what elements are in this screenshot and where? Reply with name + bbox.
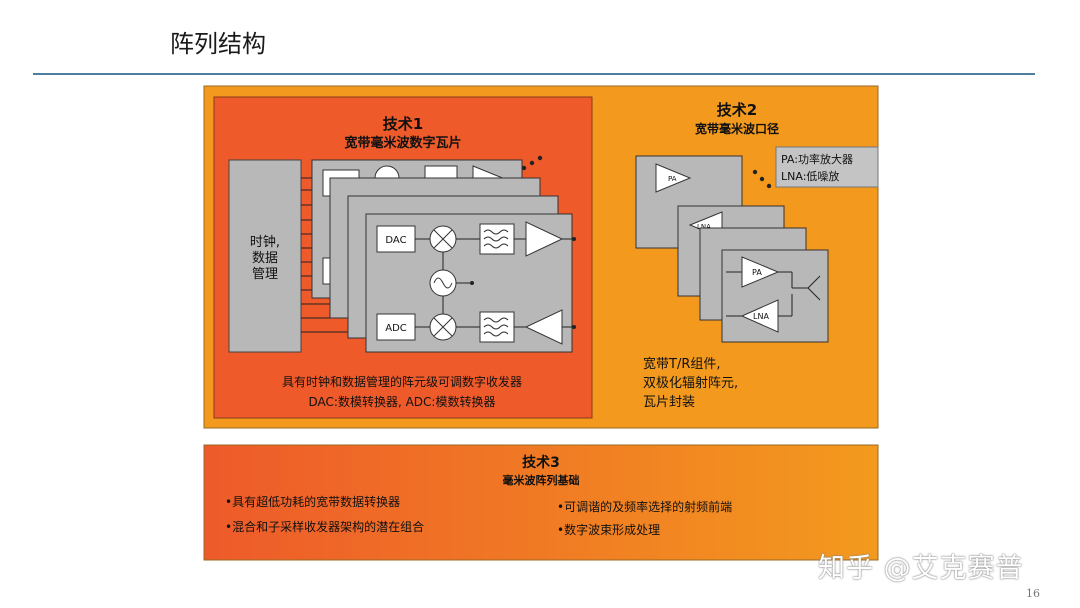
tech2-heading: 技术2 [717,101,757,119]
page-title: 阵列结构 [170,30,266,58]
continuation-dots-2 [752,169,772,189]
tech3-bullet-left-1: •具有超低功耗的宽带数据转换器 [225,494,400,509]
tech2-caption-3: 瓦片封装 [643,395,695,410]
tech3-subtitle: 毫米波阵列基础 [503,473,580,487]
dac-box [376,225,416,253]
tech3-bullet-right-1: •可调谐的及频率选择的射频前端 [557,499,732,514]
tech1-caption-2: DAC:数模转换器, ADC:模数转换器 [309,394,496,409]
lna-label-front: LNA [753,312,769,321]
dac-label: DAC [385,235,406,246]
title-rule [33,73,1035,75]
clock-text-2: 数据 [252,251,278,266]
tech2-caption-1: 宽带T/R组件, [643,356,721,372]
clock-text-3: 管理 [252,267,278,282]
tech3-heading: 技术3 [522,454,560,471]
tech2-caption-2: 双极化辐射阵元, [643,375,738,391]
legend-line-2: LNA:低噪放 [781,169,839,183]
lna-label-2: LNA [697,223,711,231]
clock-text-1: 时钟, [250,234,280,250]
tech1-heading: 技术1 [383,115,423,133]
tech3-bullet-right-2: •数字波束形成处理 [557,522,660,537]
tech3-panel [203,444,879,561]
amp-tx [525,221,564,257]
adc-box [376,313,416,341]
filter-rx [479,311,515,343]
filter-tx [479,223,515,255]
tech2-subtitle: 宽带毫米波口径 [694,121,779,136]
legend-line-1: PA:功率放大器 [781,152,853,166]
pa-label-back: PA [668,175,677,183]
pa-front [741,256,780,288]
watermark: 知乎 @艾克赛普 [818,553,1024,584]
tech1-caption-1: 具有时钟和数据管理的阵元级可调数字收发器 [282,374,522,389]
pa-back [655,163,692,193]
legend-box [775,146,879,188]
continuation-dots-1 [521,155,543,171]
tech3-bullet-left-2: •混合和子采样收发器架构的潜在组合 [225,519,424,534]
page-number: 16 [1026,587,1040,600]
adc-label: ADC [385,323,407,334]
tech1-subtitle: 宽带毫米波数字瓦片 [343,135,461,151]
pa-label-front: PA [752,268,762,277]
clock-data-block [228,159,302,353]
